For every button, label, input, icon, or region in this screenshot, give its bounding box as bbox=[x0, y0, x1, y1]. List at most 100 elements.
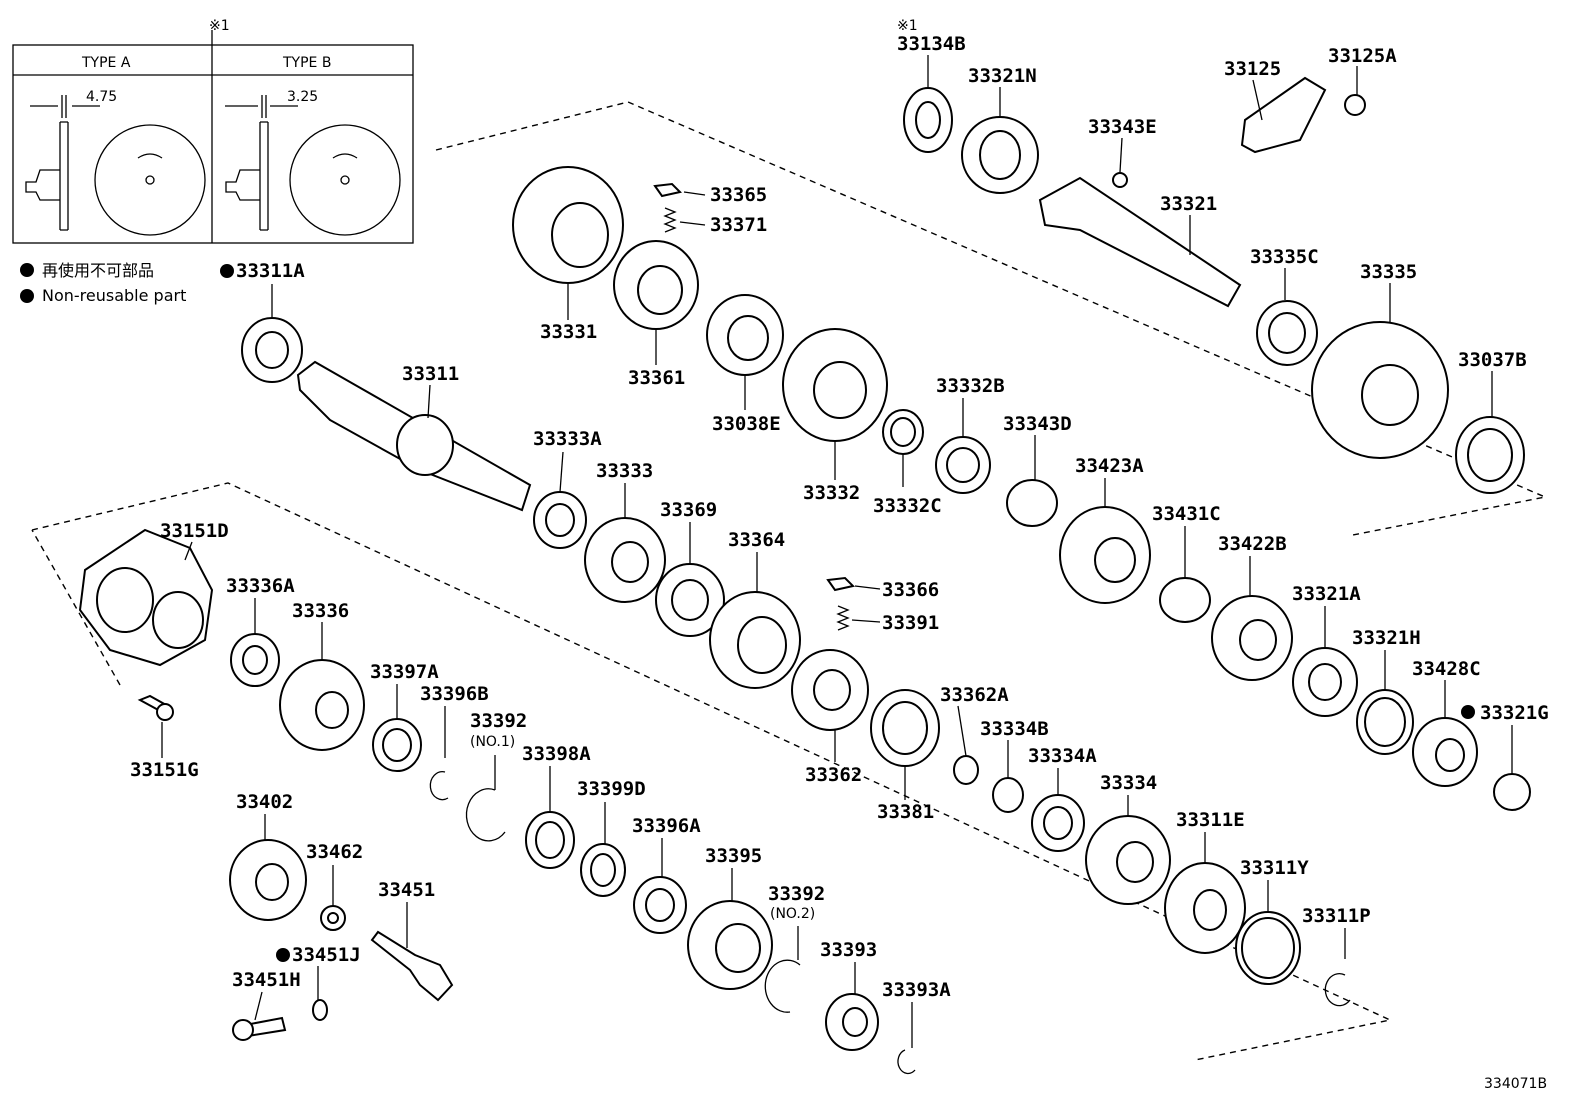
label-33125A: 33125A bbox=[1328, 45, 1397, 67]
label-33391: 33391 bbox=[882, 612, 939, 634]
label-33393A: 33393A bbox=[882, 979, 951, 1001]
label-33369: 33369 bbox=[660, 499, 717, 521]
legend-line-jp: 再使用不可部品 bbox=[42, 261, 154, 280]
leader-lines bbox=[161, 55, 1513, 1048]
label-33395: 33395 bbox=[705, 845, 762, 867]
label-33396B: 33396B bbox=[420, 683, 489, 705]
label-33336: 33336 bbox=[292, 600, 349, 622]
label-33393: 33393 bbox=[820, 939, 877, 961]
label-33038E: 33038E bbox=[712, 413, 781, 435]
non-reusable-bullet-icon bbox=[220, 264, 234, 278]
label-33333: 33333 bbox=[596, 460, 653, 482]
lower-group-outline bbox=[31, 482, 1393, 1061]
label-33371: 33371 bbox=[710, 214, 767, 236]
label-33321A: 33321A bbox=[1292, 583, 1361, 605]
non-reusable-bullet-icon bbox=[20, 289, 34, 303]
label-33125: 33125 bbox=[1224, 58, 1281, 80]
label-33451H: 33451H bbox=[232, 969, 301, 991]
label-33311A: 33311A bbox=[236, 260, 305, 282]
label-33331: 33331 bbox=[540, 321, 597, 343]
label-33431C: 33431C bbox=[1152, 503, 1221, 525]
label-33397A: 33397A bbox=[370, 661, 439, 683]
label-33334B: 33334B bbox=[980, 718, 1049, 740]
label-33311: 33311 bbox=[402, 363, 459, 385]
label-33334A: 33334A bbox=[1028, 745, 1097, 767]
label-33392-no2-sub: (NO.2) bbox=[770, 906, 815, 922]
label-33362: 33362 bbox=[805, 764, 862, 786]
label-33332B: 33332B bbox=[936, 375, 1005, 397]
label-33332: 33332 bbox=[803, 482, 860, 504]
label-33335C: 33335C bbox=[1250, 246, 1319, 268]
type-a-title: TYPE A bbox=[81, 55, 131, 71]
inset-note-mark: ※1 bbox=[209, 18, 230, 34]
label-33037B: 33037B bbox=[1458, 349, 1527, 371]
label-33462: 33462 bbox=[306, 841, 363, 863]
label-33392-no1: 33392 bbox=[470, 710, 527, 732]
part-33391-shape bbox=[836, 605, 850, 631]
part-33392-no1-shape bbox=[465, 788, 506, 842]
part-33371-shape bbox=[663, 207, 677, 233]
label-33321: 33321 bbox=[1160, 193, 1217, 215]
non-reusable-bullet-icon bbox=[1461, 705, 1475, 719]
label-33365: 33365 bbox=[710, 184, 767, 206]
label-33343D: 33343D bbox=[1003, 413, 1072, 435]
part-33343D-shape bbox=[1006, 479, 1058, 527]
label-33361: 33361 bbox=[628, 367, 685, 389]
part-33396B-shape bbox=[429, 771, 449, 801]
part-labels: ※1 33134B 33321N 33343E 33125 33125A 333… bbox=[130, 18, 1549, 1001]
label-33364: 33364 bbox=[728, 529, 785, 551]
part-33321-shape bbox=[1038, 176, 1242, 308]
label-33311Y: 33311Y bbox=[1240, 857, 1309, 879]
label-33311E: 33311E bbox=[1176, 809, 1245, 831]
label-33336A: 33336A bbox=[226, 575, 295, 597]
parts bbox=[78, 76, 1531, 1075]
part-33451J-shape bbox=[312, 999, 328, 1021]
part-33392-no2-shape bbox=[764, 959, 801, 1013]
label-33423A: 33423A bbox=[1075, 455, 1144, 477]
type-b-dimension: 3.25 bbox=[287, 89, 318, 105]
label-33399D: 33399D bbox=[577, 778, 646, 800]
label-33392-no1-sub: (NO.1) bbox=[470, 734, 515, 750]
label-33335: 33335 bbox=[1360, 261, 1417, 283]
label-33366: 33366 bbox=[882, 579, 939, 601]
type-inset-box: ※1 TYPE A TYPE B 4.75 3.25 bbox=[12, 18, 414, 244]
type-b-profile: 3.25 bbox=[225, 89, 401, 236]
part-33125A-shape bbox=[1344, 94, 1366, 116]
label-33362A: 33362A bbox=[940, 684, 1009, 706]
non-reusable-bullet-icon bbox=[276, 948, 290, 962]
label-33334: 33334 bbox=[1100, 772, 1157, 794]
upper-group-outline bbox=[435, 101, 1548, 536]
label-33398A: 33398A bbox=[522, 743, 591, 765]
label-33151D: 33151D bbox=[160, 520, 229, 542]
part-33366-shape bbox=[826, 576, 855, 592]
part-33365-shape bbox=[653, 182, 682, 198]
label-33396A: 33396A bbox=[632, 815, 701, 837]
part-33321G-shape bbox=[1493, 773, 1531, 811]
part-33343E-shape bbox=[1112, 172, 1128, 188]
label-33134B-note: ※1 bbox=[897, 18, 918, 34]
type-a-profile: 4.75 bbox=[25, 89, 206, 236]
label-33332C: 33332C bbox=[873, 495, 942, 517]
part-33451-shape bbox=[370, 930, 454, 1002]
label-33311P: 33311P bbox=[1302, 905, 1371, 927]
label-33402: 33402 bbox=[236, 791, 293, 813]
label-33392-no2: 33392 bbox=[768, 883, 825, 905]
label-33321N: 33321N bbox=[968, 65, 1037, 87]
type-b-title: TYPE B bbox=[282, 55, 331, 71]
label-33343E: 33343E bbox=[1088, 116, 1157, 138]
part-33334B-shape bbox=[992, 777, 1024, 813]
non-reusable-bullet-icon bbox=[20, 263, 34, 277]
label-33134B: 33134B bbox=[897, 33, 966, 55]
type-a-dimension: 4.75 bbox=[86, 89, 117, 105]
label-33333A: 33333A bbox=[533, 428, 602, 450]
part-33125-shape bbox=[1240, 76, 1327, 154]
label-33381: 33381 bbox=[877, 801, 934, 823]
part-33431C-shape bbox=[1159, 577, 1211, 623]
legend: 再使用不可部品 Non-reusable part bbox=[20, 261, 186, 305]
part-33311P-shape bbox=[1324, 972, 1351, 1007]
label-33451: 33451 bbox=[378, 879, 435, 901]
non-reusable-markers bbox=[220, 264, 1475, 962]
label-33428C: 33428C bbox=[1412, 658, 1481, 680]
diagram-id: 334071B bbox=[1484, 1076, 1547, 1092]
